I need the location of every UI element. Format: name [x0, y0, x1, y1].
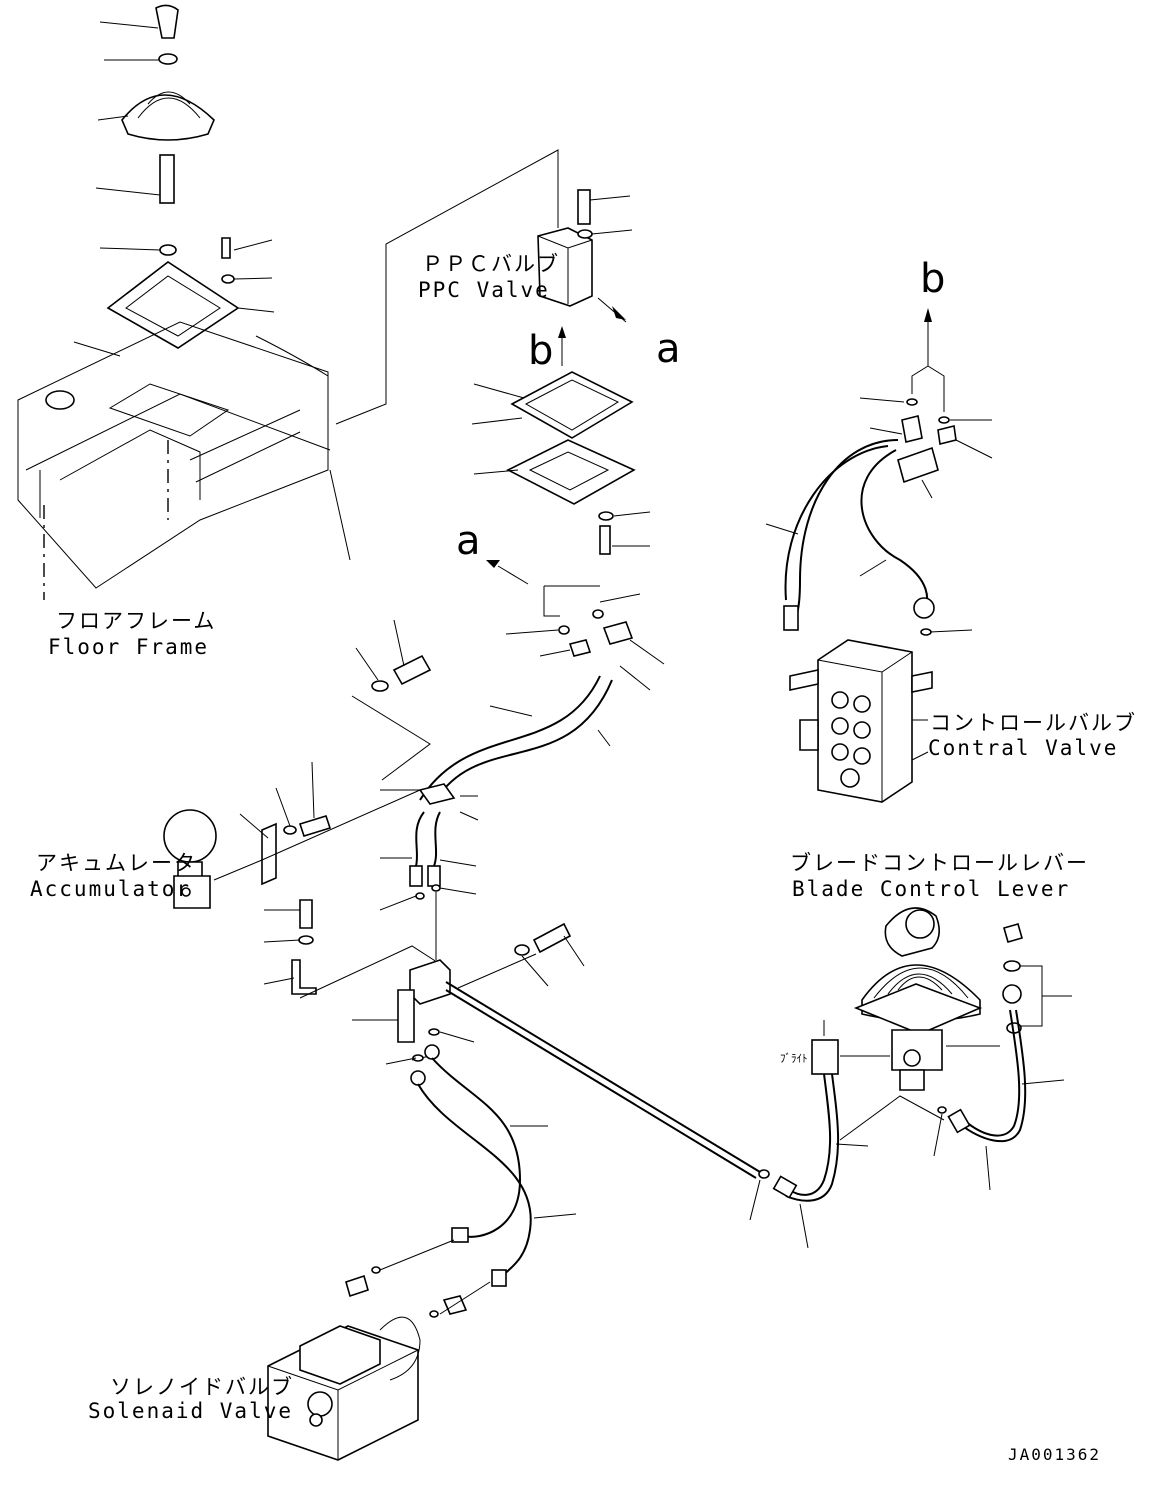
- washer-part: [221, 274, 235, 284]
- shaft-part: [159, 154, 175, 204]
- accumulator-label-jp: アキュムレータ: [36, 851, 197, 875]
- solenoid-label-en: Solenaid Valve: [88, 1399, 293, 1423]
- floor-frame-label-jp: フロアフレーム: [56, 609, 216, 633]
- mid-fittings: a: [456, 518, 665, 691]
- blade-lever-label-en: Blade Control Lever: [792, 877, 1070, 901]
- ppc-valve: ＰＰＣバルブ PPC Valve a b: [418, 189, 681, 374]
- solenoid-valve: ソレノイドバルブ Solenaid Valve: [88, 1239, 491, 1461]
- boot-part: [121, 94, 215, 141]
- nut-part: [158, 53, 178, 65]
- accumulator: アキュムレータ Accumulator: [30, 761, 421, 909]
- ppc-washer: [577, 229, 593, 239]
- knob-part: [155, 4, 179, 39]
- ppc-mount-plates: [471, 371, 651, 555]
- control-valve-label-jp: コントロールバルブ: [930, 711, 1137, 735]
- marker-a-ppc: a: [656, 326, 681, 372]
- accumulator-label-en: Accumulator: [30, 877, 191, 901]
- ppc-valve-label-jp: ＰＰＣバルブ: [422, 252, 560, 276]
- blade-control-lever: ブレードコントロールレバー Blade Control Lever ﾌﾞﾗｲﾄ: [749, 851, 1089, 1249]
- floor-frame-label-en: Floor Frame: [48, 635, 209, 659]
- ppc-bolt: [577, 189, 591, 225]
- block-bracket-parts: [263, 884, 477, 999]
- control-valve-label-en: Contral Valve: [928, 736, 1118, 760]
- clamp-group: [351, 619, 479, 867]
- nut-lower-part: [159, 244, 177, 256]
- manifold-block: [352, 922, 761, 1179]
- floor-frame: フロアフレーム Floor Frame: [17, 321, 351, 659]
- bolt-part: [221, 237, 231, 259]
- control-valve: b コントロールバルブ Contral Valve: [765, 256, 1137, 803]
- marker-a-mid: a: [456, 518, 481, 564]
- ppc-hoses: [409, 675, 613, 887]
- lever-knob-stack: [73, 4, 275, 357]
- marker-b-ppc: b: [528, 328, 553, 374]
- marker-b-right: b: [920, 256, 945, 302]
- solenoid-label-jp: ソレノイドバルブ: [110, 1375, 294, 1399]
- blade-tag-label: ﾌﾞﾗｲﾄ: [780, 1052, 808, 1065]
- ppc-valve-body: [537, 227, 593, 307]
- solenoid-hoses: [410, 1044, 577, 1287]
- ppc-valve-label-en: PPC Valve: [418, 278, 550, 302]
- blade-lever-label-jp: ブレードコントロールレバー: [790, 851, 1089, 875]
- drawing-number: JA001362: [1008, 1445, 1101, 1464]
